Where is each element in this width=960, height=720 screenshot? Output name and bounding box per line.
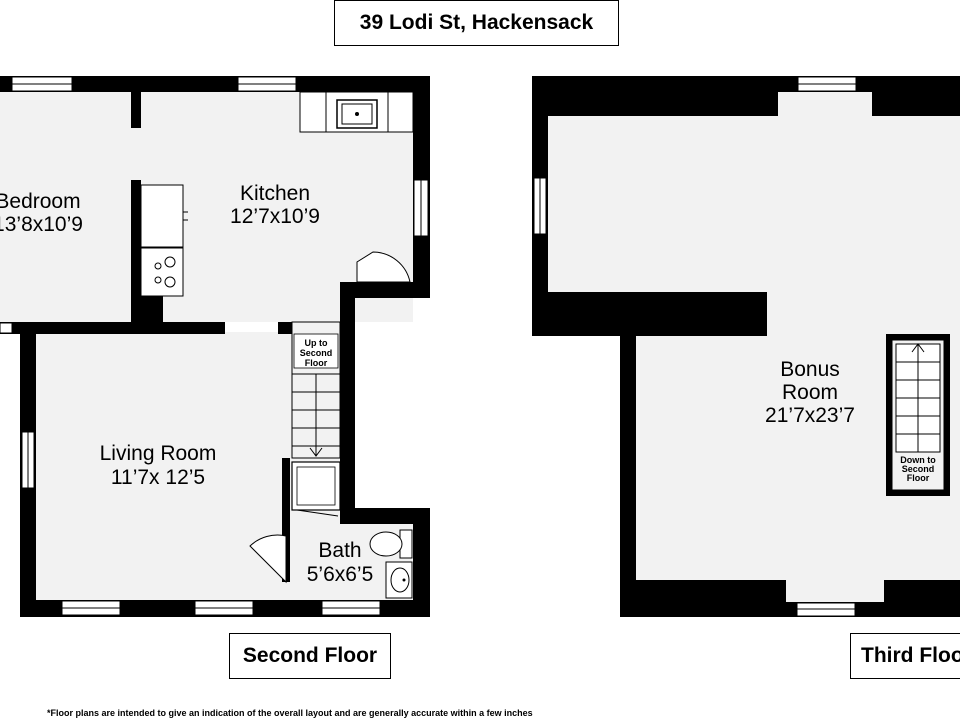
room-name-bath: Bath bbox=[318, 539, 361, 562]
wall bbox=[884, 580, 960, 602]
kitchen-door-swing bbox=[356, 251, 411, 283]
bath-door-swing bbox=[249, 534, 287, 584]
disclaimer-text: *Floor plans are intended to give an ind… bbox=[47, 708, 533, 718]
wall bbox=[282, 458, 290, 582]
stove bbox=[140, 247, 184, 297]
room-name-bedroom: Bedroom bbox=[0, 190, 81, 213]
room-size-living-room: 11’7x 12’5 bbox=[111, 466, 205, 489]
room-size-bath: 5’6x6’5 bbox=[307, 563, 374, 586]
wall bbox=[620, 320, 636, 617]
room-size-kitchen: 12’7x10’9 bbox=[230, 205, 320, 228]
property-address-title: 39 Lodi St, Hackensack bbox=[334, 0, 619, 46]
stairs-down-label-line2: Second bbox=[902, 464, 935, 474]
room-size-bonus: 21’7x23’7 bbox=[765, 404, 855, 427]
room-name-kitchen: Kitchen bbox=[240, 182, 310, 205]
wall bbox=[131, 180, 141, 322]
room-name-bonus-line1: Bonus bbox=[780, 358, 840, 381]
wall bbox=[0, 322, 225, 334]
wall bbox=[340, 282, 355, 508]
stairs-up-label-line1: Up to bbox=[305, 338, 328, 348]
third-floor-label: Third Floor bbox=[850, 633, 960, 679]
stairs-up-label-line3: Floor bbox=[305, 358, 328, 368]
stairs-down-label-line1: Down to bbox=[900, 455, 936, 465]
second-floor-plan: Bedroom 13’8x10’9 Kitchen 12’7x10’9 Livi… bbox=[0, 76, 430, 617]
floor-bonus-room-upper bbox=[548, 92, 960, 292]
wall bbox=[131, 92, 141, 128]
second-floor-label: Second Floor bbox=[229, 633, 391, 679]
wall bbox=[532, 76, 960, 92]
window bbox=[0, 322, 13, 334]
wall bbox=[548, 92, 778, 116]
wall bbox=[340, 282, 430, 298]
third-floor-plan: Bonus Room 21’7x23’7 Down to Second Floo… bbox=[532, 76, 960, 617]
room-name-living-room: Living Room bbox=[100, 442, 217, 465]
room-name-bonus-line2: Room bbox=[782, 381, 838, 404]
wall bbox=[141, 296, 163, 322]
toilet bbox=[369, 529, 413, 559]
wall bbox=[413, 508, 430, 617]
wall bbox=[872, 92, 960, 116]
stairs-up-label-line2: Second bbox=[300, 348, 333, 358]
floor-living-room bbox=[36, 332, 288, 600]
wall bbox=[340, 508, 430, 524]
room-size-bedroom: 13’8x10’9 bbox=[0, 213, 83, 236]
refrigerator bbox=[140, 184, 184, 248]
stairs-down-label-line3: Floor bbox=[907, 473, 930, 483]
wall bbox=[278, 322, 292, 334]
wall bbox=[0, 76, 430, 92]
wall bbox=[532, 292, 767, 336]
wall bbox=[620, 602, 960, 617]
wall bbox=[636, 580, 786, 602]
bath-sink bbox=[385, 561, 413, 599]
